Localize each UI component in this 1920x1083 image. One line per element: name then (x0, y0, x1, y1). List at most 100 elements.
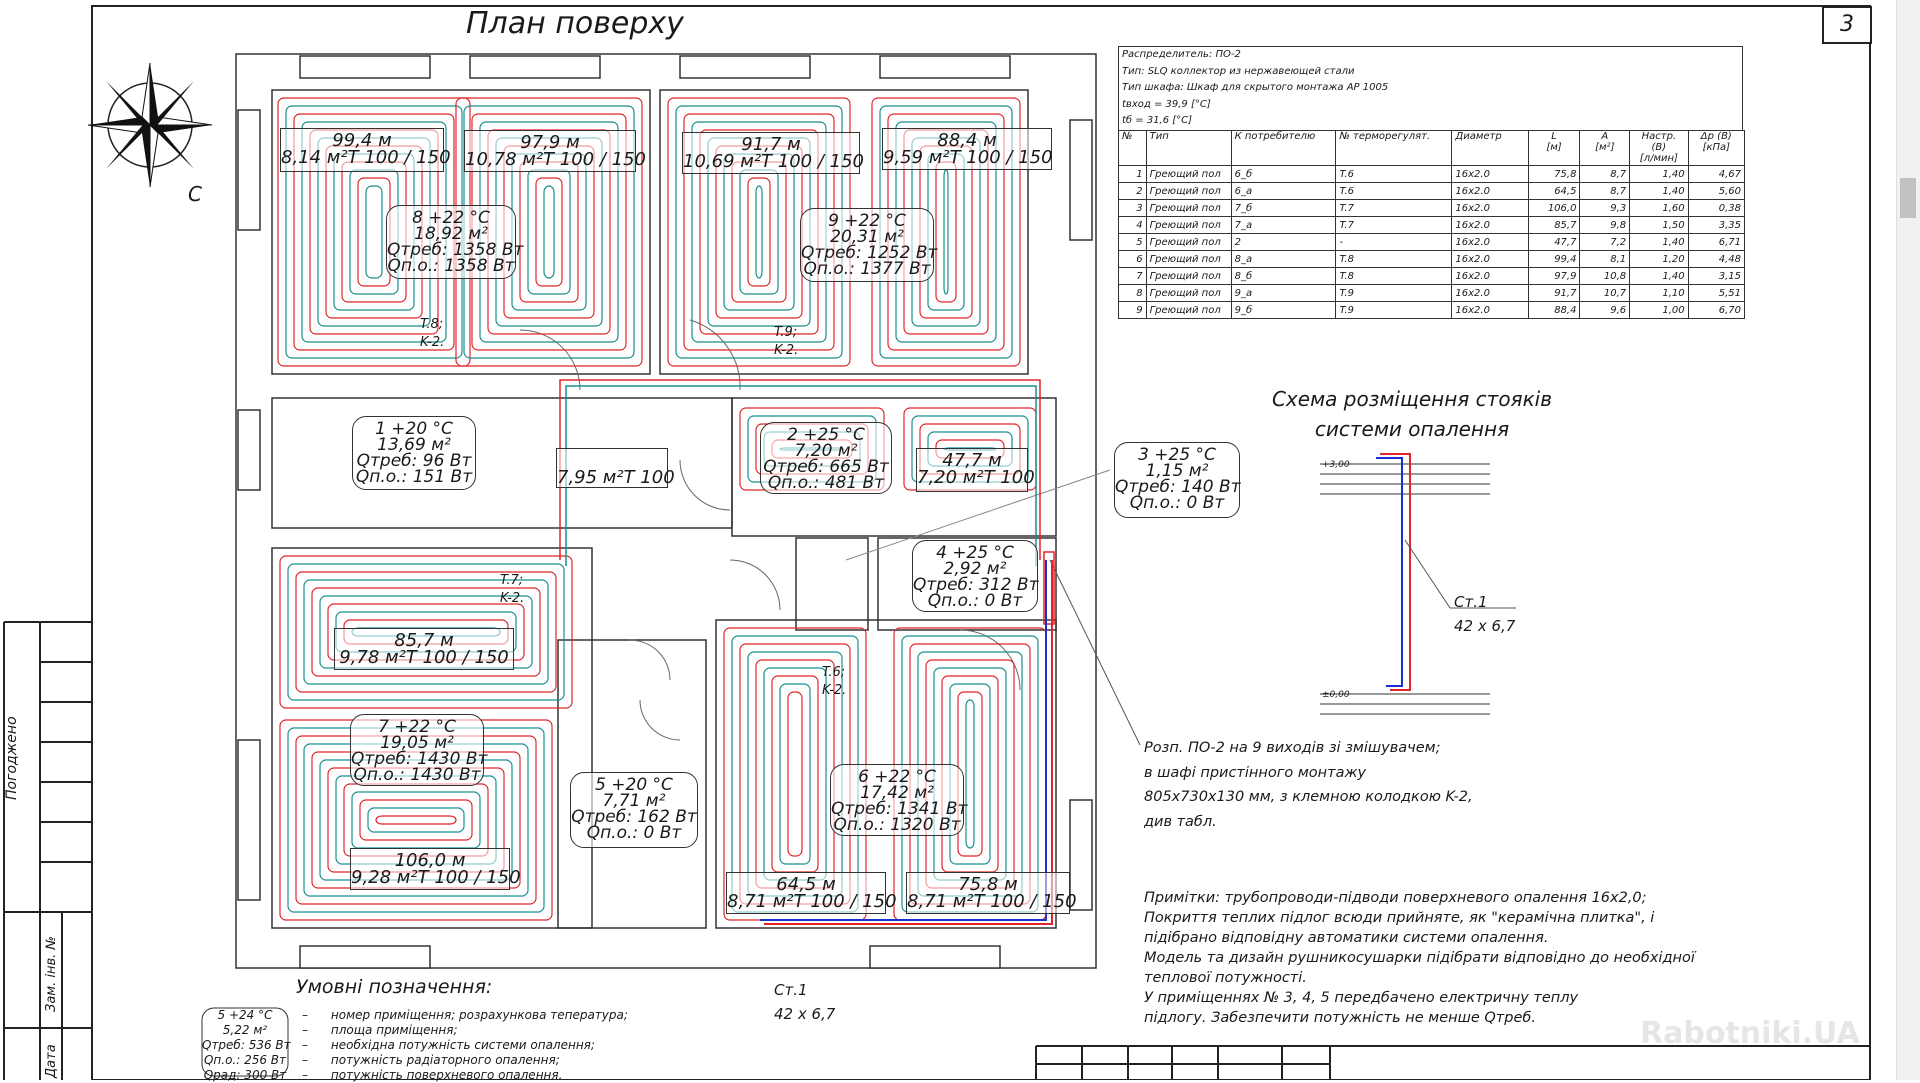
loop-pipe (771, 675, 819, 873)
thermostat-label-line: T.7; (500, 573, 524, 588)
vertical-scrollbar[interactable] (1896, 0, 1920, 1080)
plan-riser-size: 42 x 6,7 (774, 1005, 836, 1023)
table-cell: 99,4 (1527, 250, 1581, 268)
room-label-line: Qтреб: 140 Вт (1115, 477, 1241, 497)
loop-pipe (343, 783, 489, 857)
table-cell: 16x2.0 (1451, 199, 1529, 217)
table-cell: 5,60 (1687, 182, 1746, 200)
table-cell: 16x2.0 (1451, 301, 1529, 319)
title-block (1035, 1045, 1870, 1080)
room-label-line: 5 +20 °C (595, 775, 673, 795)
table-cell: 7 (1118, 267, 1147, 285)
loop-pipe (943, 169, 949, 295)
loop-label-line: 97,9 м (520, 132, 580, 153)
loop-pipe (535, 177, 563, 287)
loop-pipe (543, 185, 555, 279)
table-cell: 1,10 (1629, 284, 1689, 302)
table-cell: T.9 (1335, 284, 1453, 302)
table-cell: T.9 (1335, 301, 1453, 319)
table-cell: 7_a (1230, 216, 1337, 234)
loop-pipe (755, 185, 763, 279)
table-cell: 1,40 (1629, 165, 1689, 183)
loop-label-line: 10,78 м²T 100 / 150 (465, 149, 646, 170)
thermostat-label-line: T.8; (420, 317, 444, 332)
table-cell: 8_б (1230, 267, 1337, 285)
loop-pipe (519, 161, 579, 303)
table-cell: 6 (1118, 250, 1147, 268)
loop-label-line: 106,0 м (394, 850, 466, 871)
room-label-line: 7 +22 °C (378, 717, 456, 737)
thermostat-label-line: K-2. (420, 335, 445, 350)
scheme-riser-size: 42 x 6,7 (1454, 617, 1516, 635)
room-label-line: Qтреб: 1358 Вт (387, 240, 524, 260)
table-cell: 1,40 (1629, 182, 1689, 200)
table-cell: 9,3 (1579, 199, 1631, 217)
room-label-line: 2 +25 °C (787, 425, 865, 445)
table-cell: T.8 (1335, 250, 1453, 268)
room-label-line: Qтреб: 665 Вт (763, 457, 889, 477)
table-cell: 106,0 (1527, 199, 1581, 217)
table-cell: 8,1 (1579, 250, 1631, 268)
room-label-line: 20,31 м² (830, 227, 904, 247)
table-cell: Греющий пол (1145, 165, 1232, 183)
thermostat-label: T.6;K-2. (822, 664, 846, 700)
thermostat-label-line: K-2. (500, 591, 525, 606)
compass-north-label: С (188, 182, 202, 206)
distributor-line: tб = 31,6 [°C] (1122, 115, 1193, 126)
table-cell: Греющий пол (1145, 199, 1232, 217)
table-header-cell: № терморегулят. (1335, 130, 1453, 166)
room-label-line: Qп.о.: 151 Вт (355, 467, 473, 487)
room-label-line: Qтреб: 312 Вт (913, 575, 1039, 595)
distributor-note-line: Розп. ПО-2 на 9 виходів зі змішувачем; (1144, 740, 1441, 756)
table-cell: 4 (1118, 216, 1147, 234)
scrollbar-thumb[interactable] (1900, 178, 1916, 218)
level-bottom: ±0,00 (1322, 690, 1350, 700)
table-header-cell: № (1118, 130, 1147, 166)
room-label-line: Qп.о.: 1358 Вт (387, 256, 515, 276)
room-label-line: Qтреб: 96 Вт (356, 451, 472, 471)
table-cell: 3,35 (1687, 216, 1746, 234)
table-header-cell: L [м] (1527, 130, 1581, 166)
scheme-riser-label: Ст.1 42 x 6,7 (1454, 590, 1515, 638)
table-cell: 5,51 (1687, 284, 1746, 302)
plan-riser-name: Ст.1 (774, 981, 808, 999)
distributor-leader (1049, 559, 1141, 746)
room-label-line: 17,42 м² (860, 783, 934, 803)
table-cell: 9_б (1230, 301, 1337, 319)
table-cell: 75,8 (1527, 165, 1581, 183)
room-label-line: 8 +22 °C (412, 208, 490, 228)
table-cell: 16x2.0 (1451, 182, 1529, 200)
legend-descriptions: номер приміщення; розрахункова теператур… (302, 1008, 628, 1083)
legend-desc-line: потужність поверхневого опалення. (302, 1068, 628, 1083)
table-cell: 2 (1118, 182, 1147, 200)
table-cell: 4,67 (1687, 165, 1746, 183)
room-label-line: Qтреб: 1252 Вт (801, 243, 938, 263)
room-label-line: Qп.о.: 481 Вт (767, 473, 885, 493)
table-cell: 8,7 (1579, 165, 1631, 183)
table-cell: 1,50 (1629, 216, 1689, 234)
note-line: підібрано відповідну автоматики системи … (1144, 930, 1549, 946)
loop-pipe (279, 555, 573, 709)
sheet-number: 3 (1822, 6, 1872, 44)
loop-label-line: 85,7 м (394, 630, 454, 651)
table-cell: 9,8 (1579, 216, 1631, 234)
legend-desc-line: площа приміщення; (302, 1023, 628, 1038)
thermostat-label-line: K-2. (822, 683, 847, 698)
distributor-line: tвход = 39,9 [°C] (1122, 98, 1211, 110)
table-cell: 3,15 (1687, 267, 1746, 285)
legend-sample-line: 5 +24 °C (217, 1008, 273, 1022)
room-label-line: Qп.о.: 0 Вт (1129, 493, 1225, 513)
distributor-info: Распределитель: ПО-2 Тип: SLQ коллектор … (1118, 46, 1743, 130)
table-cell: 9_a (1230, 284, 1337, 302)
table-cell: Греющий пол (1145, 284, 1232, 302)
